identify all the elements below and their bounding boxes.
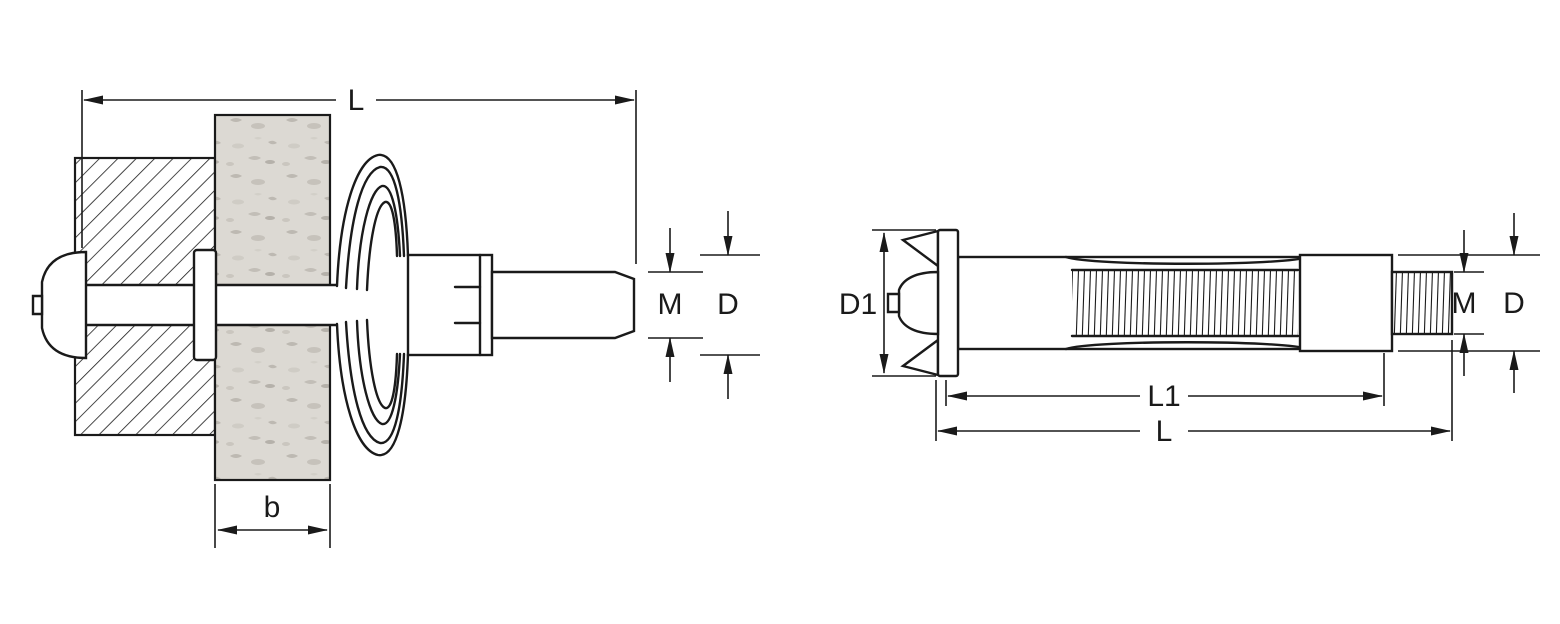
dimension-L-total: L [935, 340, 1453, 448]
screw-slot [31, 294, 44, 316]
anchor-body [406, 253, 494, 357]
dim-label-diameter: D [717, 288, 739, 321]
screw-head-right [886, 270, 940, 336]
anchor-shaft-tip [490, 270, 636, 340]
expanded-anchor-wings [335, 153, 410, 457]
anchor-flange-with-spurs [900, 228, 960, 378]
dim-label-working-length: L1 [1147, 380, 1180, 413]
dim-label-length: L [348, 84, 365, 117]
dim-label-diameter-right: D [1503, 287, 1525, 320]
dimension-D-right: D [1398, 213, 1540, 393]
dim-label-wall-thickness: b [264, 491, 281, 524]
dimension-L-installed: L [81, 84, 637, 264]
dim-label-total-length: L [1156, 415, 1173, 448]
dim-label-flange-diameter: D1 [839, 288, 877, 321]
figure-installed-anchor: L M D b [31, 84, 760, 548]
screw-head [31, 250, 88, 360]
dim-label-thread-right: M [1452, 287, 1477, 320]
dimension-D-installed: D [700, 211, 760, 399]
dimension-b-board-thickness: b [214, 484, 331, 548]
dimension-M-installed: M [648, 228, 703, 382]
dimension-D1-flange: D1 [839, 229, 936, 377]
figure-anchor-exterior: D1 M D L1 [839, 213, 1540, 448]
dim-label-thread: M [658, 288, 683, 321]
dimension-M-right: M [1452, 230, 1484, 376]
anchor-front-flange [192, 248, 218, 362]
dimension-L1: L1 [945, 353, 1385, 413]
screw-slot-right [886, 292, 901, 314]
anchor-end-cylinder [1298, 253, 1394, 353]
threaded-stud [1390, 270, 1454, 336]
visible-thread-section [1064, 255, 1310, 351]
